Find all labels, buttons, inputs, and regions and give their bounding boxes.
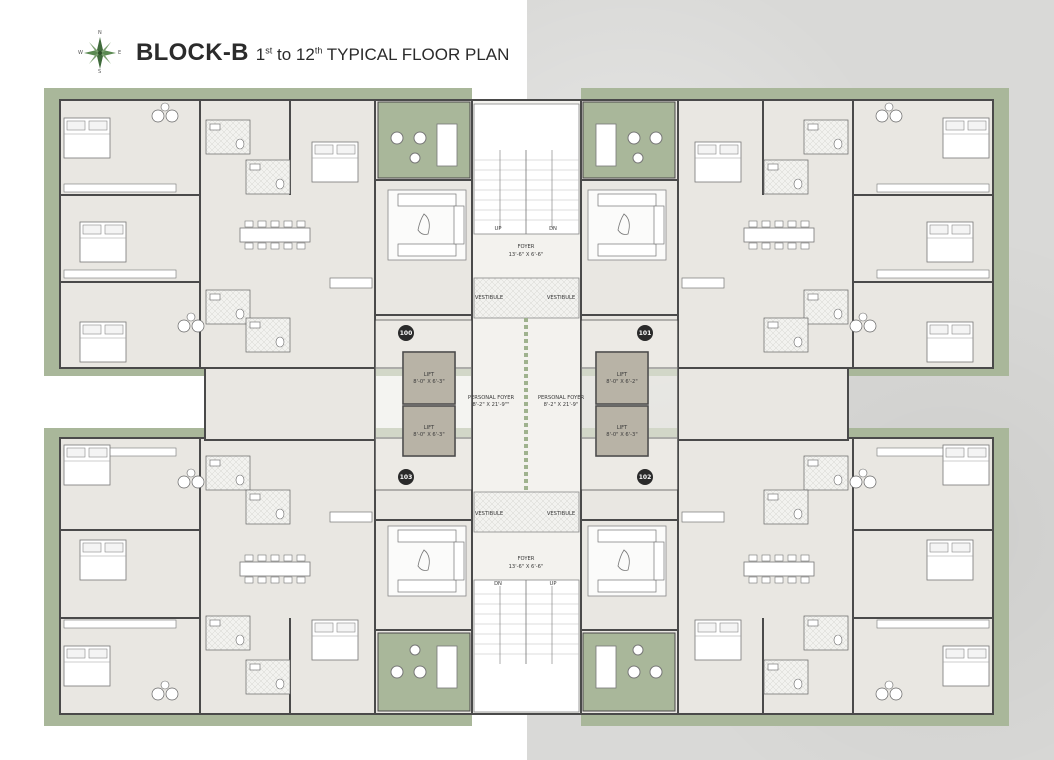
lift-3-label: LIFT [617, 372, 628, 378]
personal-foyer-left-size: 8'-2" X 21'-9"" [472, 402, 509, 408]
stair-dn-top: DN [549, 226, 557, 232]
stair-up-bottom: UP [550, 581, 557, 587]
lift-1-label: LIFT [424, 372, 435, 378]
personal-foyer-right-label: PERSONAL FOYER [538, 395, 585, 401]
vestibule-bottom-right: VESTIBULE [547, 511, 575, 517]
foyer-bottom-size: 13'-6" X 6'-6" [509, 564, 544, 570]
compass-n: N [98, 30, 102, 36]
block-name: BLOCK-B [136, 39, 249, 66]
lift-2-label: LIFT [424, 425, 435, 431]
stair-up-top: UP [495, 226, 502, 232]
unit-number-102: 102 [639, 474, 652, 481]
foyer-bottom-label: FOYER [518, 556, 535, 562]
compass-w: W [78, 50, 83, 56]
lift-4-size: 8'-0" X 6'-3" [606, 432, 637, 438]
compass-s: S [98, 69, 102, 75]
unit-number-103: 103 [400, 474, 413, 481]
floor-range: 1st to 12th TYPICAL FLOOR PLAN [255, 45, 510, 64]
page-title: BLOCK-B 1st to 12th TYPICAL FLOOR PLAN [136, 39, 509, 67]
unit-badge-101 [637, 325, 653, 341]
compass-e: E [118, 50, 122, 56]
vestibule-bottom-left: VESTIBULE [475, 511, 503, 517]
plan-header: N E S W BLOCK-B 1st to 12th TYPICAL FLOO… [78, 30, 509, 75]
vestibule-top-right: VESTIBULE [547, 295, 575, 301]
unit-number-100: 100 [400, 330, 413, 337]
lift-3-size: 8'-0" X 6'-2" [606, 379, 637, 385]
unit-badge-100 [398, 325, 414, 341]
foyer-top-size: 13'-6" X 6'-6" [509, 252, 544, 258]
unit-badge-103 [398, 469, 414, 485]
personal-foyer-left-label: PERSONAL FOYER [468, 395, 515, 401]
stair-dn-bottom: DN [494, 581, 502, 587]
vestibule-top-left: VESTIBULE [475, 295, 503, 301]
foyer-top-label: FOYER [518, 244, 535, 250]
unit-number-101: 101 [639, 330, 652, 337]
personal-foyer-right-size: 8'-2" X 21'-9" [544, 402, 579, 408]
unit-badge-102 [637, 469, 653, 485]
lift-4-label: LIFT [617, 425, 628, 431]
compass-icon: N E S W [78, 30, 122, 75]
central-core [374, 99, 679, 715]
lift-1-size: 8'-0" X 6'-3" [413, 379, 444, 385]
lift-2-size: 8'-0" X 6'-3" [413, 432, 444, 438]
